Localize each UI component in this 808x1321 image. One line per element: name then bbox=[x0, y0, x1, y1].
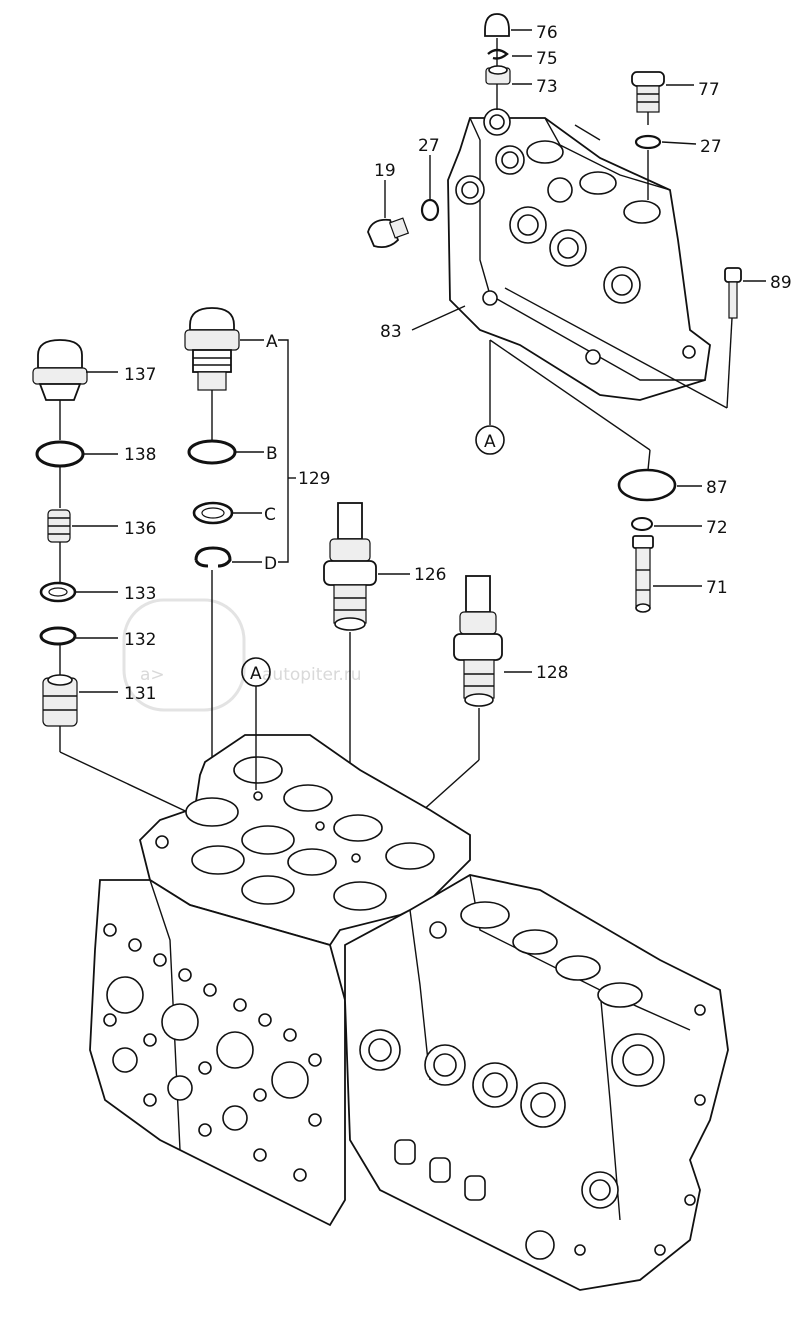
callout-138: 138 bbox=[124, 445, 156, 465]
control-valve-body bbox=[89, 734, 729, 1291]
callout-A: A bbox=[266, 332, 278, 352]
oring-138 bbox=[35, 440, 118, 508]
callout-C: C bbox=[264, 505, 276, 525]
callout-75: 75 bbox=[536, 49, 558, 69]
callout-27-right: 27 bbox=[700, 137, 722, 157]
sleeve-131 bbox=[42, 674, 269, 851]
callout-27-left: 27 bbox=[418, 136, 440, 156]
callout-87: 87 bbox=[706, 478, 728, 498]
watermark-text: autopiter.ru bbox=[262, 665, 362, 685]
leader-83 bbox=[411, 305, 466, 331]
cap-76 bbox=[484, 13, 532, 37]
cover-assembly-lines bbox=[489, 38, 733, 471]
plug-77 bbox=[631, 71, 694, 113]
bracket-129 bbox=[278, 339, 296, 563]
ring-129-C bbox=[192, 501, 262, 525]
callout-126: 126 bbox=[414, 565, 446, 585]
nut-73 bbox=[485, 65, 532, 85]
callout-71: 71 bbox=[706, 578, 728, 598]
callout-129: 129 bbox=[298, 469, 330, 489]
oring-87 bbox=[617, 468, 702, 502]
watermark: a> autopiter.ru bbox=[122, 598, 362, 712]
oring-27-left bbox=[420, 155, 440, 222]
callout-136: 136 bbox=[124, 519, 156, 539]
oring-132 bbox=[39, 626, 118, 676]
reference-circle-a-mid: A bbox=[241, 657, 271, 790]
valve-126 bbox=[323, 502, 410, 800]
callout-132: 132 bbox=[124, 630, 156, 650]
oring-27-right bbox=[634, 134, 697, 150]
callout-B: B bbox=[266, 444, 278, 464]
callout-19: 19 bbox=[374, 161, 396, 181]
callout-D: D bbox=[264, 554, 277, 574]
svg-text:A: A bbox=[250, 664, 262, 684]
callout-128: 128 bbox=[536, 663, 568, 683]
callout-72: 72 bbox=[706, 518, 728, 538]
plug-137 bbox=[32, 339, 118, 440]
plug-19 bbox=[367, 180, 410, 249]
oring-129-B bbox=[187, 439, 264, 465]
callout-73: 73 bbox=[536, 77, 558, 97]
svg-text:A: A bbox=[484, 432, 496, 452]
relief-valve-129 bbox=[184, 307, 264, 440]
callout-83: 83 bbox=[380, 322, 402, 342]
spring-136 bbox=[47, 509, 118, 582]
callout-labels: 76 75 73 77 27 27 19 89 83 137 138 136 1… bbox=[124, 23, 792, 704]
callout-137: 137 bbox=[124, 365, 156, 385]
callout-131: 131 bbox=[124, 684, 156, 704]
clip-75 bbox=[487, 48, 532, 60]
callout-133: 133 bbox=[124, 584, 156, 604]
valve-cover-83 bbox=[447, 108, 711, 401]
reference-circle-a-top: A bbox=[475, 425, 505, 455]
pin-71 bbox=[632, 535, 702, 613]
watermark-logo: a> bbox=[140, 665, 165, 685]
ring-133 bbox=[39, 581, 118, 603]
callout-76: 76 bbox=[536, 23, 558, 43]
ring-72 bbox=[631, 517, 702, 531]
bolt-89 bbox=[724, 267, 766, 319]
callout-77: 77 bbox=[698, 80, 720, 100]
callout-89: 89 bbox=[770, 273, 792, 293]
